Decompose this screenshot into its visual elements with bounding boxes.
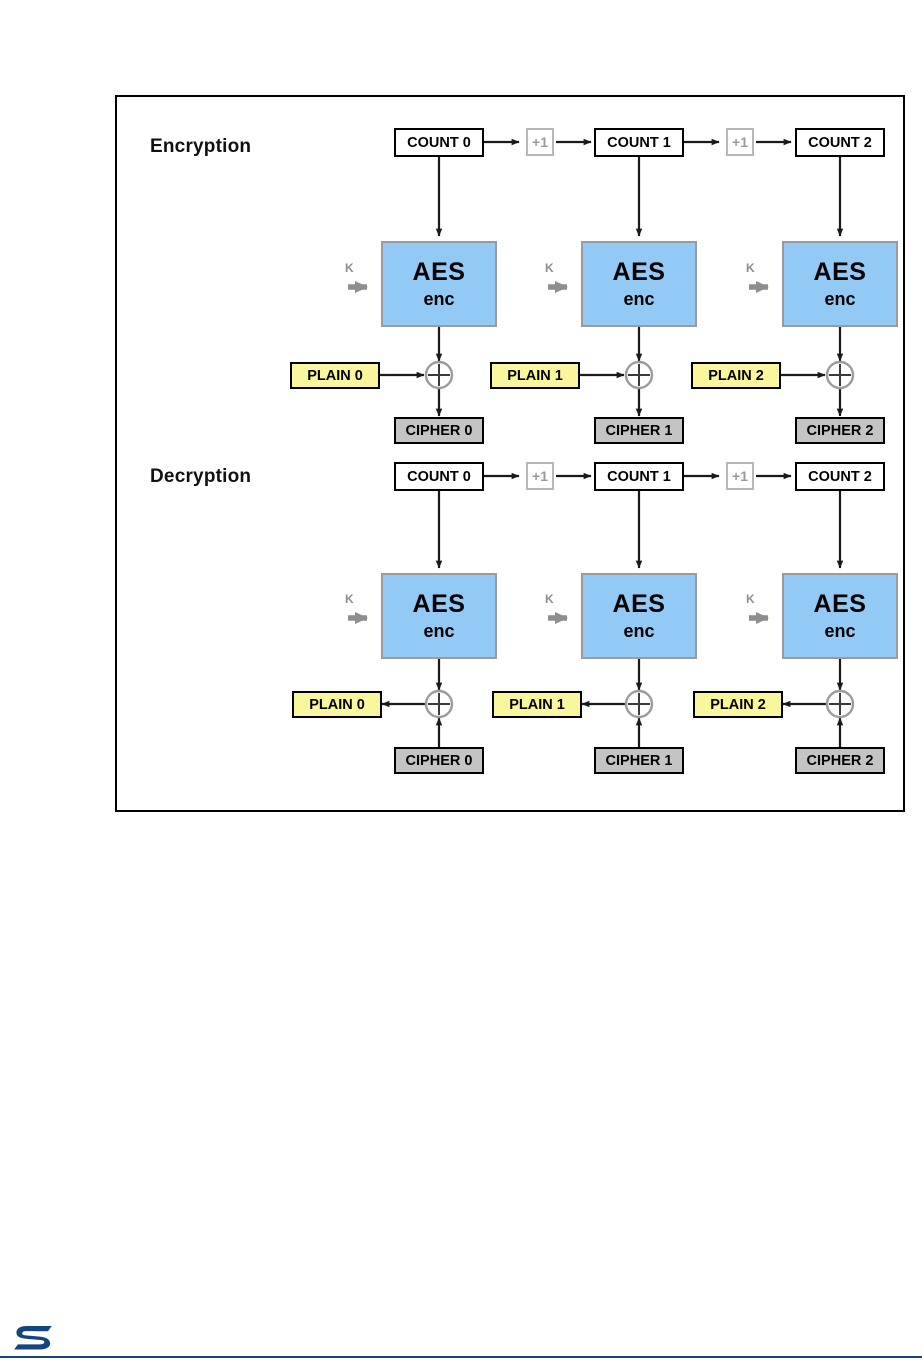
dec-aes-block-0: AES enc bbox=[381, 573, 497, 659]
enc-key-label-1: K bbox=[545, 261, 554, 275]
dec-aes-sublabel-2: enc bbox=[824, 621, 856, 641]
enc-key-label-0: K bbox=[345, 261, 354, 275]
enc-aes-block-0: AES enc bbox=[381, 241, 497, 327]
dec-aes-sublabel-1: enc bbox=[623, 621, 655, 641]
dec-aes-label-2: AES bbox=[813, 590, 867, 618]
dec-aes-block-1: AES enc bbox=[581, 573, 697, 659]
dec-key-label-1: K bbox=[545, 592, 554, 606]
enc-plain-0: PLAIN 0 bbox=[290, 362, 380, 389]
dec-counter-2: COUNT 2 bbox=[795, 462, 885, 491]
enc-aes-label-2: AES bbox=[813, 258, 867, 286]
enc-aes-block-1: AES enc bbox=[581, 241, 697, 327]
enc-increment-0: +1 bbox=[526, 128, 554, 156]
enc-aes-label-1: AES bbox=[612, 258, 666, 286]
dec-aes-label-1: AES bbox=[612, 590, 666, 618]
enc-cipher-2: CIPHER 2 bbox=[795, 417, 885, 444]
dec-counter-1: COUNT 1 bbox=[594, 462, 684, 491]
enc-aes-sublabel-2: enc bbox=[824, 289, 856, 309]
enc-cipher-0: CIPHER 0 bbox=[394, 417, 484, 444]
dec-cipher-2: CIPHER 2 bbox=[795, 747, 885, 774]
enc-counter-0: COUNT 0 bbox=[394, 128, 484, 157]
dec-aes-block-2: AES enc bbox=[782, 573, 898, 659]
footer-rule bbox=[0, 1356, 922, 1358]
dec-plain-0: PLAIN 0 bbox=[292, 691, 382, 718]
dec-plain-2: PLAIN 2 bbox=[693, 691, 783, 718]
enc-plain-1: PLAIN 1 bbox=[490, 362, 580, 389]
enc-key-label-2: K bbox=[746, 261, 755, 275]
dec-cipher-1: CIPHER 1 bbox=[594, 747, 684, 774]
enc-plain-2: PLAIN 2 bbox=[691, 362, 781, 389]
enc-counter-1: COUNT 1 bbox=[594, 128, 684, 157]
enc-counter-2: COUNT 2 bbox=[795, 128, 885, 157]
dec-increment-0: +1 bbox=[526, 462, 554, 490]
decryption-section-title: Decryption bbox=[150, 466, 252, 487]
dec-cipher-0: CIPHER 0 bbox=[394, 747, 484, 774]
st-logo bbox=[14, 1326, 52, 1350]
dec-aes-label-0: AES bbox=[412, 590, 466, 618]
enc-cipher-1: CIPHER 1 bbox=[594, 417, 684, 444]
dec-aes-sublabel-0: enc bbox=[423, 621, 455, 641]
dec-key-label-2: K bbox=[746, 592, 755, 606]
dec-key-label-0: K bbox=[345, 592, 354, 606]
dec-counter-0: COUNT 0 bbox=[394, 462, 484, 491]
enc-increment-1: +1 bbox=[726, 128, 754, 156]
enc-aes-label-0: AES bbox=[412, 258, 466, 286]
enc-aes-sublabel-0: enc bbox=[423, 289, 455, 309]
enc-aes-sublabel-1: enc bbox=[623, 289, 655, 309]
enc-aes-block-2: AES enc bbox=[782, 241, 898, 327]
dec-increment-1: +1 bbox=[726, 462, 754, 490]
encryption-section-title: Encryption bbox=[150, 136, 252, 157]
dec-plain-1: PLAIN 1 bbox=[492, 691, 582, 718]
